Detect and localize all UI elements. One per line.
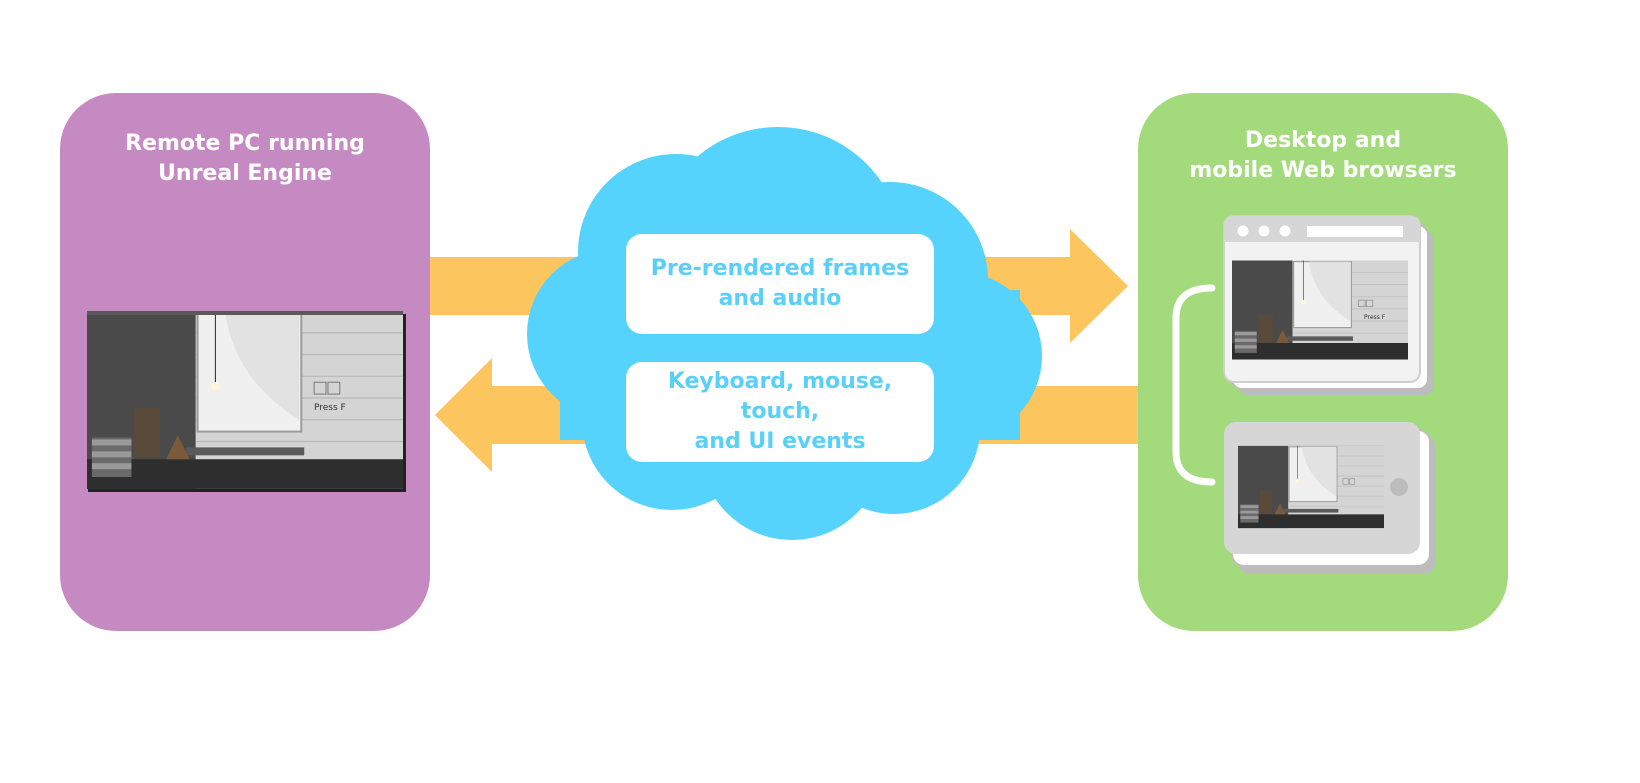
outgoing-line2: and audio bbox=[718, 286, 842, 311]
browsers-title: Desktop and mobile Web browsers bbox=[1138, 126, 1508, 186]
tablet-icon bbox=[1224, 422, 1436, 574]
browsers-title-line2: mobile Web browsers bbox=[1189, 158, 1457, 183]
browser-window-icon: Press F bbox=[1223, 215, 1434, 395]
remote-scene-label: Press F bbox=[314, 403, 346, 413]
browsers-title-line1: Desktop and bbox=[1244, 128, 1402, 153]
bracket-icon bbox=[1172, 284, 1216, 486]
incoming-line2: and UI events bbox=[694, 429, 866, 454]
remote-pc-screen: Press F bbox=[87, 311, 406, 492]
incoming-message: Keyboard, mouse, touch, and UI events bbox=[626, 362, 934, 462]
remote-pc-title-line2: Unreal Engine bbox=[158, 161, 332, 186]
outgoing-line1: Pre-rendered frames bbox=[650, 256, 910, 281]
remote-pc-title-line1: Remote PC running bbox=[125, 131, 365, 156]
incoming-line1: Keyboard, mouse, touch, bbox=[667, 369, 893, 424]
outgoing-message: Pre-rendered frames and audio bbox=[626, 234, 934, 334]
remote-pc-title: Remote PC running Unreal Engine bbox=[60, 129, 430, 189]
desktop-scene-label: Press F bbox=[1364, 314, 1386, 321]
